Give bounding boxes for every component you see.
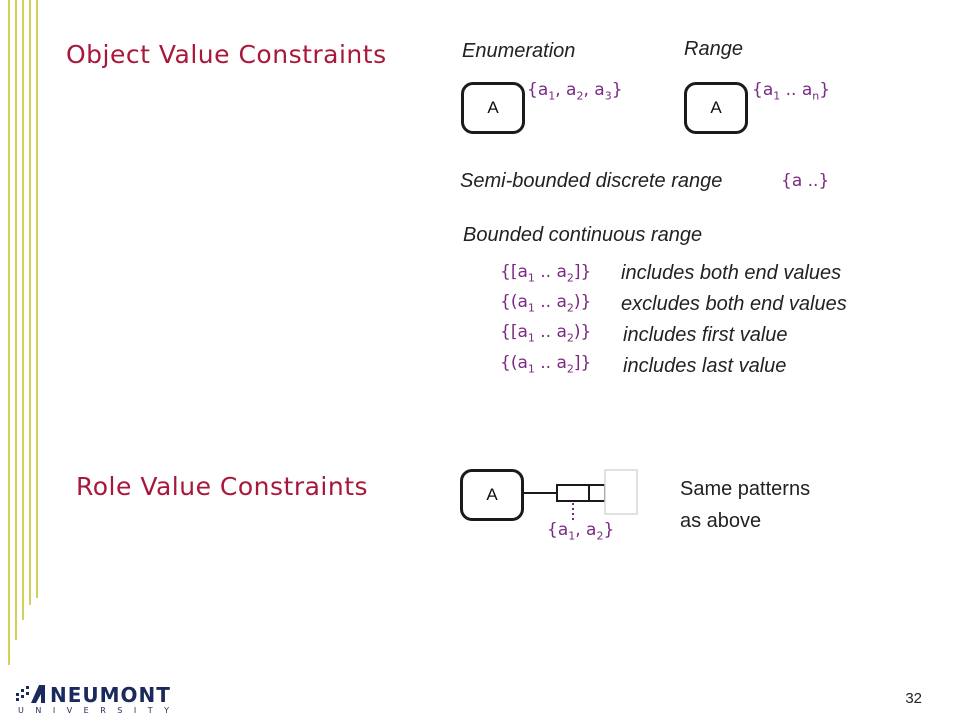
neumont-logo-mark: [16, 685, 45, 703]
role-attached-shape: [604, 469, 638, 515]
role-value-set: {a1, a2}: [547, 520, 615, 543]
subscript: 2: [566, 301, 574, 315]
role-value-constraints-title: Role Value Constraints: [76, 472, 369, 501]
subscript: 2: [576, 89, 584, 103]
bounded-desc-3: includes first value: [623, 324, 788, 346]
subscript: 2: [596, 529, 604, 543]
subscript: 2: [566, 271, 574, 285]
role-box-right: [588, 484, 606, 502]
subscript: 1: [568, 529, 576, 543]
bounded-expr-2: {(a1 .. a2)}: [500, 292, 592, 315]
decor-rule-2: [15, 0, 17, 640]
role-entity-box: A: [460, 469, 524, 521]
subscript: 3: [604, 89, 612, 103]
semi-bounded-value-set: {a ..}: [781, 171, 830, 191]
object-value-constraints-title: Object Value Constraints: [66, 40, 387, 69]
enumeration-box-label: A: [487, 98, 499, 117]
logo-wordmark: NEUMONT: [50, 683, 171, 707]
decor-rule-1: [8, 0, 10, 665]
logo-subtitle: UNIVERSITY: [18, 706, 181, 715]
bounded-desc-4: includes last value: [623, 355, 787, 377]
decor-rule-3: [22, 0, 24, 620]
range-heading: Range: [684, 38, 743, 60]
subscript: 2: [566, 362, 574, 376]
enumeration-value-set: {a1, a2, a3}: [527, 80, 623, 103]
enumeration-heading: Enumeration: [462, 40, 576, 62]
subscript: 1: [527, 331, 535, 345]
range-value-set: {a1 .. an}: [752, 80, 831, 103]
subscript: 2: [566, 331, 574, 345]
role-connector-diagram: [519, 469, 638, 520]
bounded-desc-1: includes both end values: [621, 262, 842, 284]
range-entity-box: A: [684, 82, 748, 134]
bounded-desc-2: excludes both end values: [621, 293, 847, 315]
subscript: 1: [527, 301, 535, 315]
bounded-expr-4: {(a1 .. a2]}: [500, 353, 592, 376]
subscript: 1: [773, 89, 781, 103]
role-box-left: [556, 484, 590, 502]
subscript: 1: [527, 271, 535, 285]
semi-bounded-heading: Semi-bounded discrete range: [460, 170, 723, 192]
subscript: 1: [548, 89, 556, 103]
enumeration-entity-box: A: [461, 82, 525, 134]
decor-rule-4: [29, 0, 31, 605]
subscript: 1: [527, 362, 535, 376]
decor-rule-5: [36, 0, 38, 598]
page-number: 32: [905, 690, 922, 707]
subscript: n: [812, 89, 820, 103]
bounded-expr-3: {[a1 .. a2)}: [500, 322, 592, 345]
role-note-line-2: as above: [680, 510, 762, 532]
role-box-label: A: [486, 485, 498, 504]
range-box-label: A: [710, 98, 722, 117]
role-note-line-1: Same patterns: [680, 478, 811, 500]
neumont-logo: NEUMONT UNIVERSITY: [14, 683, 174, 724]
bounded-continuous-heading: Bounded continuous range: [463, 224, 703, 246]
bounded-expr-1: {[a1 .. a2]}: [500, 262, 592, 285]
